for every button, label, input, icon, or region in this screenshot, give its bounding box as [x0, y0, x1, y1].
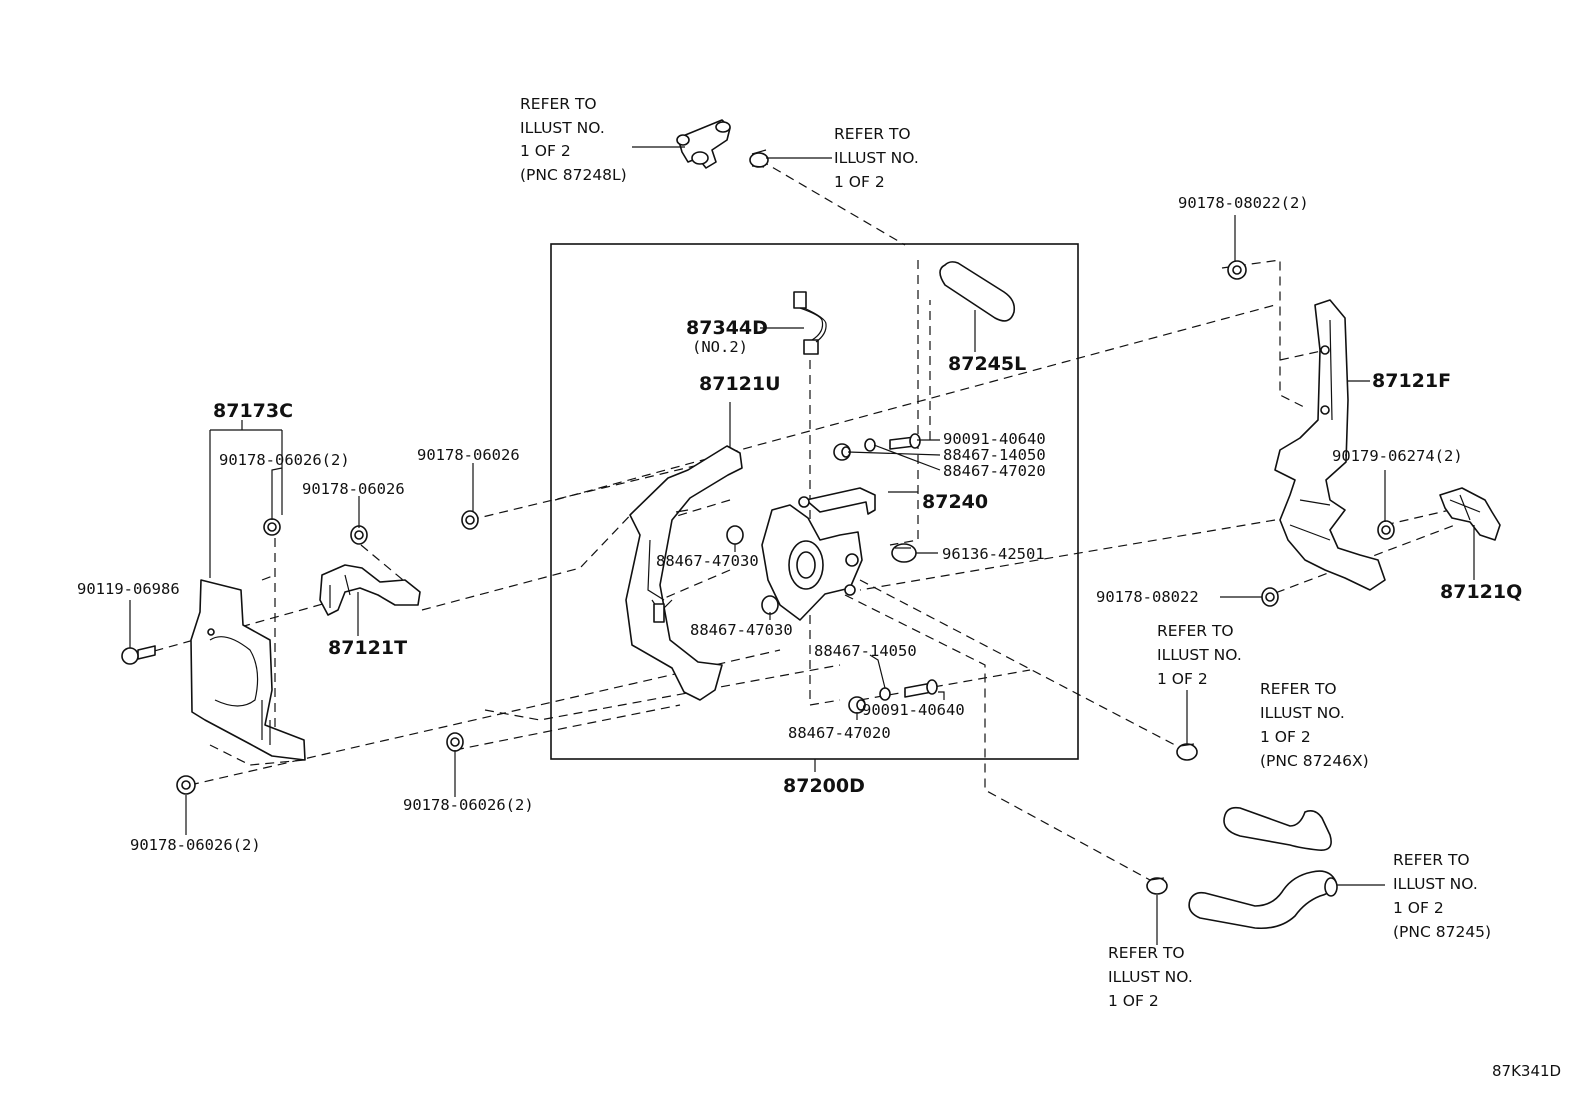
- label-90178-06026-a: 90178-06026: [417, 446, 520, 464]
- nut-90179-06274: [1377, 520, 1395, 540]
- svg-text:REFER TO: REFER TO: [520, 95, 597, 113]
- label-96136-42501: 96136-42501: [942, 545, 1045, 563]
- hose-clip-bottom: [1146, 877, 1168, 895]
- refer-note-bottom-clip: REFER TO ILLUST NO. 1 OF 2: [1108, 944, 1193, 1010]
- label-90178-06026-2-b: 90178-06026(2): [403, 796, 534, 814]
- label-87240: 87240: [922, 491, 988, 513]
- label-90091-40640-a: 90091-40640: [943, 430, 1046, 448]
- refer-notes: REFER TO ILLUST NO. 1 OF 2 (PNC 87248L) …: [520, 95, 1491, 1010]
- assembly-dashed-lines: [139, 159, 1456, 881]
- svg-text:ILLUST NO.: ILLUST NO.: [834, 149, 919, 167]
- svg-text:REFER TO: REFER TO: [1157, 622, 1234, 640]
- part-number-labels: 87344D (NO.2) 87245L 87121U 87121F 87121…: [213, 317, 1522, 797]
- label-88467-14050-b: 88467-14050: [814, 642, 917, 660]
- wire-87344D: [793, 291, 827, 355]
- svg-text:ILLUST NO.: ILLUST NO.: [520, 119, 605, 137]
- svg-text:1 OF 2: 1 OF 2: [1157, 670, 1208, 688]
- fasteners-left: [121, 510, 479, 795]
- svg-text:REFER TO: REFER TO: [1393, 851, 1470, 869]
- svg-text:ILLUST NO.: ILLUST NO.: [1260, 704, 1345, 722]
- refer-note-87245: REFER TO ILLUST NO. 1 OF 2 (PNC 87245): [1393, 851, 1491, 941]
- fastener-number-labels: 90178-08022(2) 90179-06274(2) 90178-0802…: [77, 194, 1463, 854]
- bracket-87121F: [1274, 299, 1386, 591]
- bracket-87121U: [625, 445, 743, 701]
- label-88467-47020-b: 88467-47020: [788, 724, 891, 742]
- refer-note-mid-clip: REFER TO ILLUST NO. 1 OF 2: [1157, 622, 1242, 688]
- hose-87245-end: [1324, 877, 1338, 897]
- label-87344D: 87344D: [686, 317, 768, 339]
- label-90179-06274-2: 90179-06274(2): [1332, 447, 1463, 465]
- hose-87245: [1188, 870, 1337, 930]
- svg-text:(PNC 87246X): (PNC 87246X): [1260, 752, 1369, 770]
- label-87344D-sub: (NO.2): [692, 338, 748, 356]
- svg-text:(PNC 87248L): (PNC 87248L): [520, 166, 627, 184]
- label-87121F: 87121F: [1372, 370, 1451, 392]
- cover-87173C: [190, 579, 306, 761]
- refer-note-87248L: REFER TO ILLUST NO. 1 OF 2 (PNC 87248L): [520, 95, 627, 184]
- svg-text:1 OF 2: 1 OF 2: [1260, 728, 1311, 746]
- label-88467-47030-b: 88467-47030: [690, 621, 793, 639]
- label-87121Q: 87121Q: [1440, 581, 1522, 603]
- label-87200D: 87200D: [783, 775, 865, 797]
- label-87121T: 87121T: [328, 637, 407, 659]
- bracket-87121Q: [1439, 487, 1501, 541]
- illustration-code: 87K341D: [1492, 1062, 1561, 1080]
- label-90178-06026-2-a: 90178-06026(2): [219, 451, 350, 469]
- refer-note-87246X: REFER TO ILLUST NO. 1 OF 2 (PNC 87246X): [1260, 680, 1369, 770]
- label-87173C: 87173C: [213, 400, 293, 422]
- hose-87245L: [939, 261, 1016, 322]
- label-88467-14050-a: 88467-14050: [943, 446, 1046, 464]
- label-87121U: 87121U: [699, 373, 781, 395]
- label-90178-06026-2-c: 90178-06026(2): [130, 836, 261, 854]
- water-valve-87248L-ref: [676, 119, 731, 169]
- svg-text:REFER TO: REFER TO: [834, 125, 911, 143]
- hose-87246X: [1223, 806, 1332, 852]
- svg-text:ILLUST NO.: ILLUST NO.: [1108, 968, 1193, 986]
- label-90178-08022-2: 90178-08022(2): [1178, 194, 1309, 212]
- label-88467-47020-a: 88467-47020: [943, 462, 1046, 480]
- nut-90178-08022: [1261, 587, 1279, 607]
- bracket-87121T: [319, 564, 421, 616]
- hose-clip-top: [749, 149, 769, 168]
- leader-lines: [129, 146, 1475, 945]
- svg-text:REFER TO: REFER TO: [1108, 944, 1185, 962]
- actuator-87240: [761, 487, 876, 621]
- refer-note-top-clip: REFER TO ILLUST NO. 1 OF 2: [834, 125, 919, 191]
- svg-text:1 OF 2: 1 OF 2: [520, 142, 571, 160]
- label-90119-06986: 90119-06986: [77, 580, 180, 598]
- hose-clip-87246X: [1176, 743, 1198, 761]
- fasteners-center: [726, 433, 938, 714]
- label-88467-47030-a: 88467-47030: [656, 552, 759, 570]
- label-90178-08022: 90178-08022: [1096, 588, 1199, 606]
- label-90091-40640-b: 90091-40640: [862, 701, 965, 719]
- svg-text:ILLUST NO.: ILLUST NO.: [1157, 646, 1242, 664]
- svg-text:1 OF 2: 1 OF 2: [1108, 992, 1159, 1010]
- svg-text:1 OF 2: 1 OF 2: [834, 173, 885, 191]
- svg-text:ILLUST NO.: ILLUST NO.: [1393, 875, 1478, 893]
- label-90178-06026-b: 90178-06026: [302, 480, 405, 498]
- label-87245L: 87245L: [948, 353, 1026, 375]
- nut-90178-08022-2: [1227, 260, 1247, 280]
- clip-96136-42501: [891, 543, 917, 563]
- svg-text:REFER TO: REFER TO: [1260, 680, 1337, 698]
- svg-text:1 OF 2: 1 OF 2: [1393, 899, 1444, 917]
- svg-text:(PNC 87245): (PNC 87245): [1393, 923, 1491, 941]
